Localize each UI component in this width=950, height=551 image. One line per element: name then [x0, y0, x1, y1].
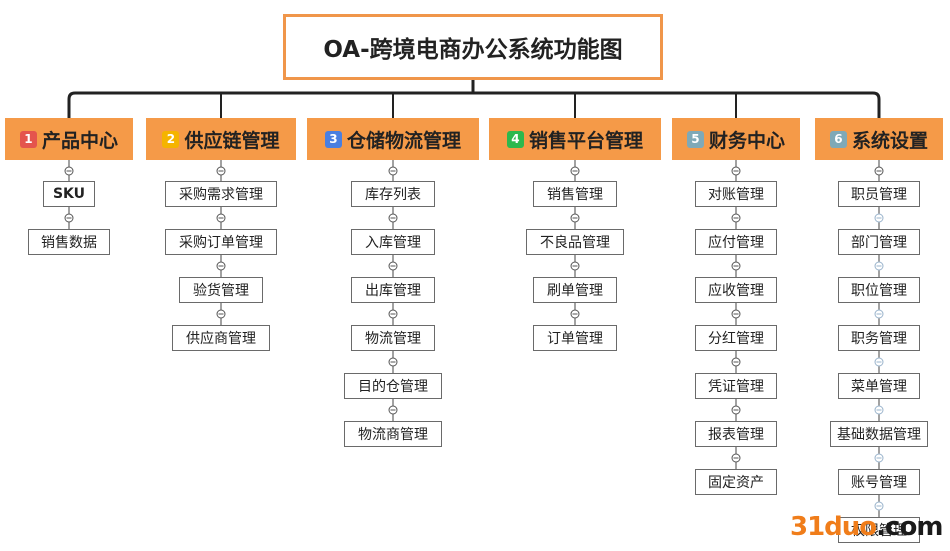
collapse-toggle-icon[interactable]: [64, 166, 74, 175]
collapse-toggle-icon[interactable]: [731, 357, 741, 367]
leaf-node[interactable]: 凭证管理: [695, 373, 777, 399]
category-label: 销售平台管理: [528, 129, 643, 152]
collapse-toggle-icon[interactable]: [388, 405, 398, 415]
collapse-toggle-icon[interactable]: [216, 261, 226, 271]
watermark-logo: 31duo.com: [790, 512, 943, 542]
collapse-toggle-icon[interactable]: [388, 309, 398, 319]
category-label: 系统设置: [851, 129, 928, 152]
leaf-node[interactable]: 销售数据: [28, 229, 110, 255]
leaf-node[interactable]: 报表管理: [695, 421, 777, 447]
leaf-node[interactable]: 账号管理: [838, 469, 920, 495]
collapse-toggle-icon[interactable]: [731, 309, 741, 319]
category-number-badge: 3: [324, 130, 342, 148]
category-label: 仓储物流管理: [346, 129, 461, 152]
collapse-toggle-icon[interactable]: [570, 309, 580, 319]
leaf-node[interactable]: 入库管理: [351, 229, 435, 255]
leaf-node[interactable]: 刷单管理: [533, 277, 617, 303]
leaf-node[interactable]: 订单管理: [533, 325, 617, 351]
leaf-node[interactable]: 部门管理: [838, 229, 920, 255]
category-number-badge: 5: [686, 130, 704, 148]
collapse-toggle-icon[interactable]: [731, 261, 741, 271]
collapse-toggle-icon[interactable]: [731, 405, 741, 415]
leaf-node[interactable]: SKU: [43, 181, 95, 207]
root-title: OA-跨境电商办公系统功能图: [323, 37, 623, 63]
collapse-toggle-icon[interactable]: [874, 357, 884, 367]
leaf-node[interactable]: 不良品管理: [526, 229, 624, 255]
collapse-toggle-icon[interactable]: [216, 213, 226, 223]
leaf-node[interactable]: 物流管理: [351, 325, 435, 351]
leaf-node[interactable]: 权限管理: [838, 517, 920, 543]
collapse-toggle-icon[interactable]: [570, 166, 580, 175]
collapse-toggle-icon[interactable]: [64, 213, 74, 223]
collapse-toggle-icon[interactable]: [874, 261, 884, 271]
collapse-toggle-icon[interactable]: [388, 213, 398, 223]
leaf-node[interactable]: 物流商管理: [344, 421, 442, 447]
leaf-node[interactable]: 销售管理: [533, 181, 617, 207]
collapse-toggle-icon[interactable]: [388, 261, 398, 271]
category-number-badge: 6: [829, 130, 847, 148]
watermark-part2: .com: [876, 512, 943, 542]
branch-bus: [67, 91, 881, 118]
leaf-node[interactable]: 出库管理: [351, 277, 435, 303]
collapse-toggle-icon[interactable]: [874, 405, 884, 415]
collapse-toggle-icon[interactable]: [874, 213, 884, 223]
leaf-node[interactable]: 菜单管理: [838, 373, 920, 399]
leaf-node[interactable]: 供应商管理: [172, 325, 270, 351]
collapse-toggle-icon[interactable]: [216, 166, 226, 175]
collapse-toggle-icon[interactable]: [388, 357, 398, 367]
collapse-toggle-icon[interactable]: [570, 213, 580, 223]
collapse-toggle-icon[interactable]: [731, 453, 741, 463]
leaf-node[interactable]: 职务管理: [838, 325, 920, 351]
leaf-node[interactable]: 对账管理: [695, 181, 777, 207]
collapse-toggle-icon[interactable]: [874, 309, 884, 319]
leaf-node[interactable]: 应收管理: [695, 277, 777, 303]
category-label: 产品中心: [41, 129, 118, 152]
category-number-badge: 2: [162, 130, 180, 148]
leaf-node[interactable]: 采购订单管理: [165, 229, 277, 255]
leaf-node[interactable]: 基础数据管理: [830, 421, 928, 447]
watermark-part1: 31duo: [790, 512, 877, 542]
collapse-toggle-icon[interactable]: [216, 309, 226, 319]
leaf-node[interactable]: 固定资产: [695, 469, 777, 495]
collapse-toggle-icon[interactable]: [874, 501, 884, 511]
collapse-toggle-icon[interactable]: [731, 213, 741, 223]
leaf-node[interactable]: 采购需求管理: [165, 181, 277, 207]
category-number-badge: 1: [19, 130, 37, 148]
root-node[interactable]: OA-跨境电商办公系统功能图: [283, 14, 663, 80]
category-label: 财务中心: [708, 129, 785, 152]
leaf-node[interactable]: 职员管理: [838, 181, 920, 207]
category-number-badge: 4: [506, 130, 524, 148]
leaf-node[interactable]: 应付管理: [695, 229, 777, 255]
leaf-node[interactable]: 目的仓管理: [344, 373, 442, 399]
category-label: 供应链管理: [184, 129, 280, 152]
collapse-toggle-icon[interactable]: [388, 166, 398, 175]
leaf-node[interactable]: 职位管理: [838, 277, 920, 303]
leaf-node[interactable]: 库存列表: [351, 181, 435, 207]
collapse-toggle-icon[interactable]: [731, 166, 741, 175]
collapse-toggle-icon[interactable]: [874, 166, 884, 175]
collapse-toggle-icon[interactable]: [570, 261, 580, 271]
collapse-toggle-icon[interactable]: [874, 453, 884, 463]
leaf-node[interactable]: 验货管理: [179, 277, 263, 303]
leaf-node[interactable]: 分红管理: [695, 325, 777, 351]
